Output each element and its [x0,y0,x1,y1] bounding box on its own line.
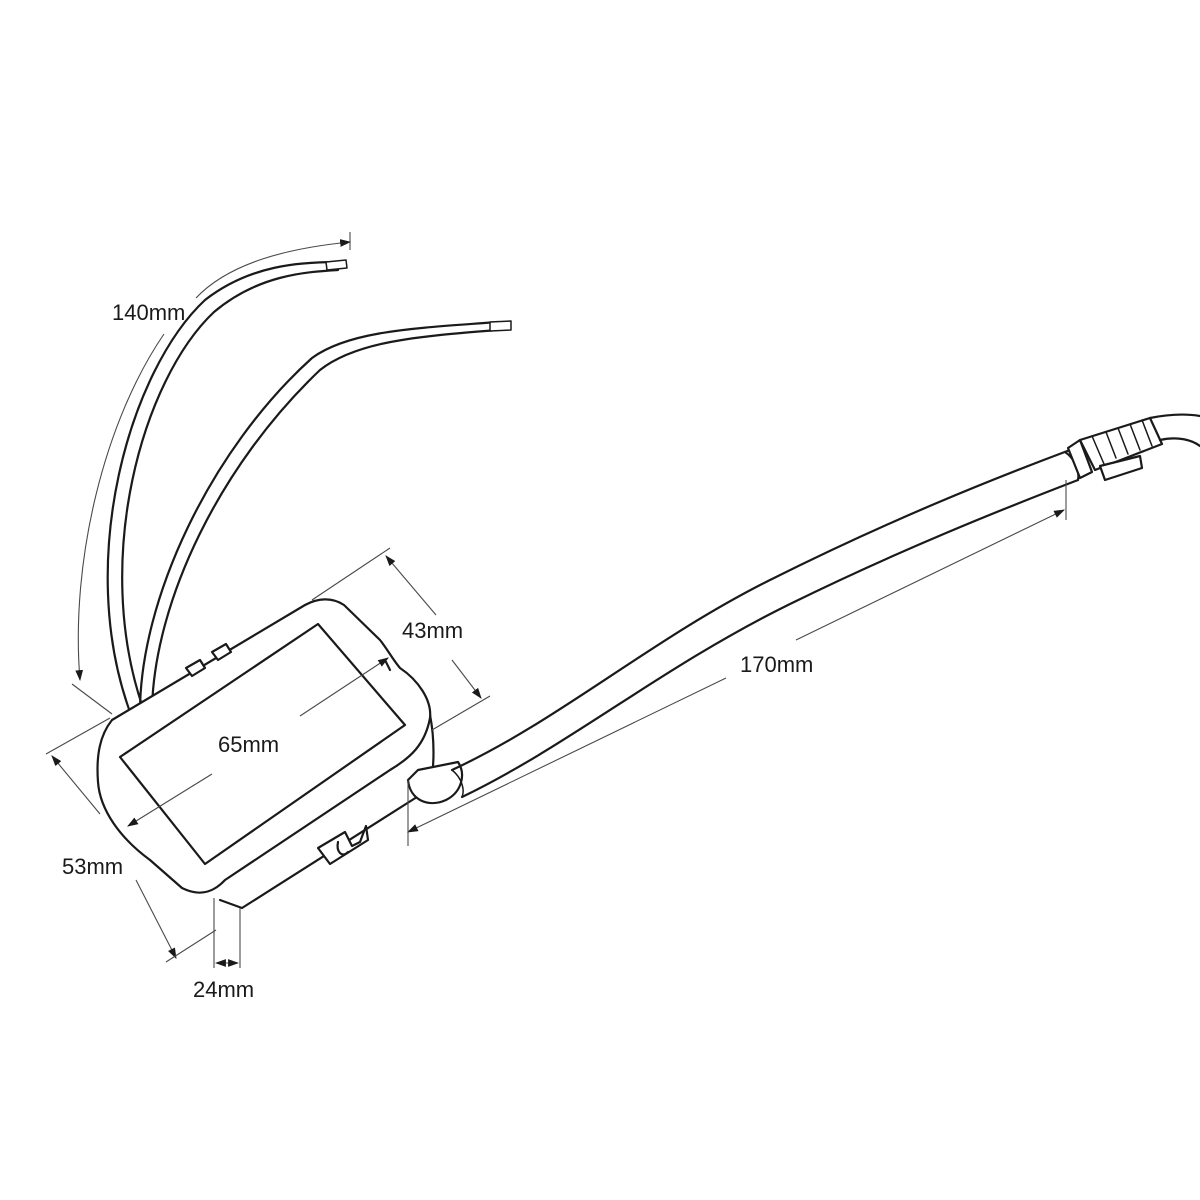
label-height: 43mm [402,618,463,643]
label-cable-length: 170mm [740,652,813,677]
dimension-length [127,657,389,827]
cable [450,448,1080,799]
wire-leads [106,259,512,714]
housing [96,598,464,910]
dimension-height [311,547,491,731]
connector-plug [1066,413,1200,482]
dimension-depth [213,898,241,968]
dimension-width [45,717,217,963]
label-length: 65mm [218,732,279,757]
label-width: 53mm [62,854,123,879]
label-wire-length: 140mm [112,300,185,325]
dimension-cable-length [407,480,1067,846]
label-depth: 24mm [193,977,254,1002]
dimension-wire-length [71,232,352,715]
